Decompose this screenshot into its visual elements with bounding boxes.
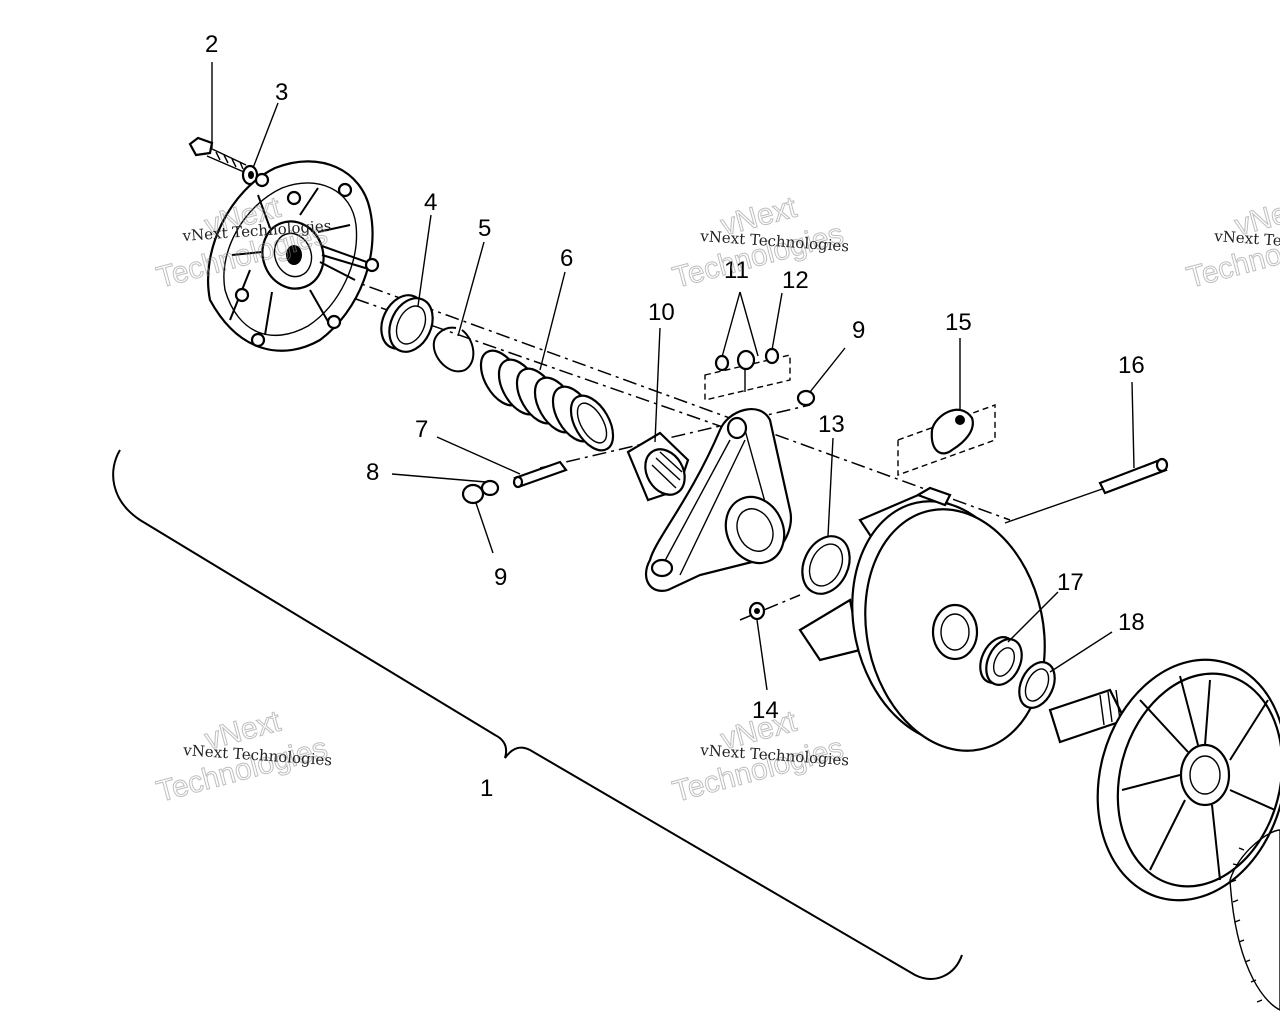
- nut-part: [748, 601, 766, 621]
- callout-1: 1: [480, 775, 493, 802]
- snap-ring-part: [432, 326, 475, 373]
- callout-3: 3: [275, 79, 288, 106]
- callout-8: 8: [366, 459, 379, 486]
- spring-part: [479, 349, 615, 452]
- bushing-part: [380, 294, 434, 353]
- callout-12: 12: [782, 267, 809, 294]
- callout-17: 17: [1057, 569, 1084, 596]
- callout-14: 14: [752, 697, 779, 724]
- leader-lines: [211, 62, 1135, 691]
- callout-7: 7: [415, 416, 428, 443]
- callout-labels: 1 2 3 4 5 6 7 8 9 9 10 11 12 13 14 15 16…: [205, 31, 1145, 802]
- washer-nut-set-part: [704, 347, 791, 401]
- callout-6: 6: [560, 245, 573, 272]
- roller-part: [461, 389, 816, 505]
- thrust-washer-part: [801, 535, 851, 595]
- callout-15: 15: [945, 309, 972, 336]
- spacer-washer-part: [1018, 661, 1056, 709]
- clutch-cover-part: [207, 160, 380, 352]
- roller-bushing-part: [626, 431, 690, 502]
- weight-part: [897, 404, 996, 476]
- callout-18: 18: [1118, 609, 1145, 636]
- spider-arm-part: [644, 408, 793, 592]
- fixed-sheave-part: [1048, 658, 1280, 1011]
- assembly-bracket: [112, 449, 963, 980]
- dowel-pin-part: [1098, 457, 1169, 495]
- sheave-bushing-part: [979, 636, 1023, 686]
- callout-4: 4: [424, 189, 437, 216]
- callout-2: 2: [205, 31, 218, 58]
- callout-9-upper: 9: [852, 317, 865, 344]
- callout-11: 11: [724, 257, 749, 284]
- bolt-part: [188, 136, 247, 173]
- moveable-sheave-part: [798, 486, 1046, 752]
- callout-13: 13: [818, 411, 845, 438]
- callout-9-lower: 9: [494, 564, 507, 591]
- callout-10: 10: [648, 299, 675, 326]
- pin-part: [512, 460, 568, 489]
- callout-5: 5: [478, 215, 491, 242]
- callout-16: 16: [1118, 352, 1145, 379]
